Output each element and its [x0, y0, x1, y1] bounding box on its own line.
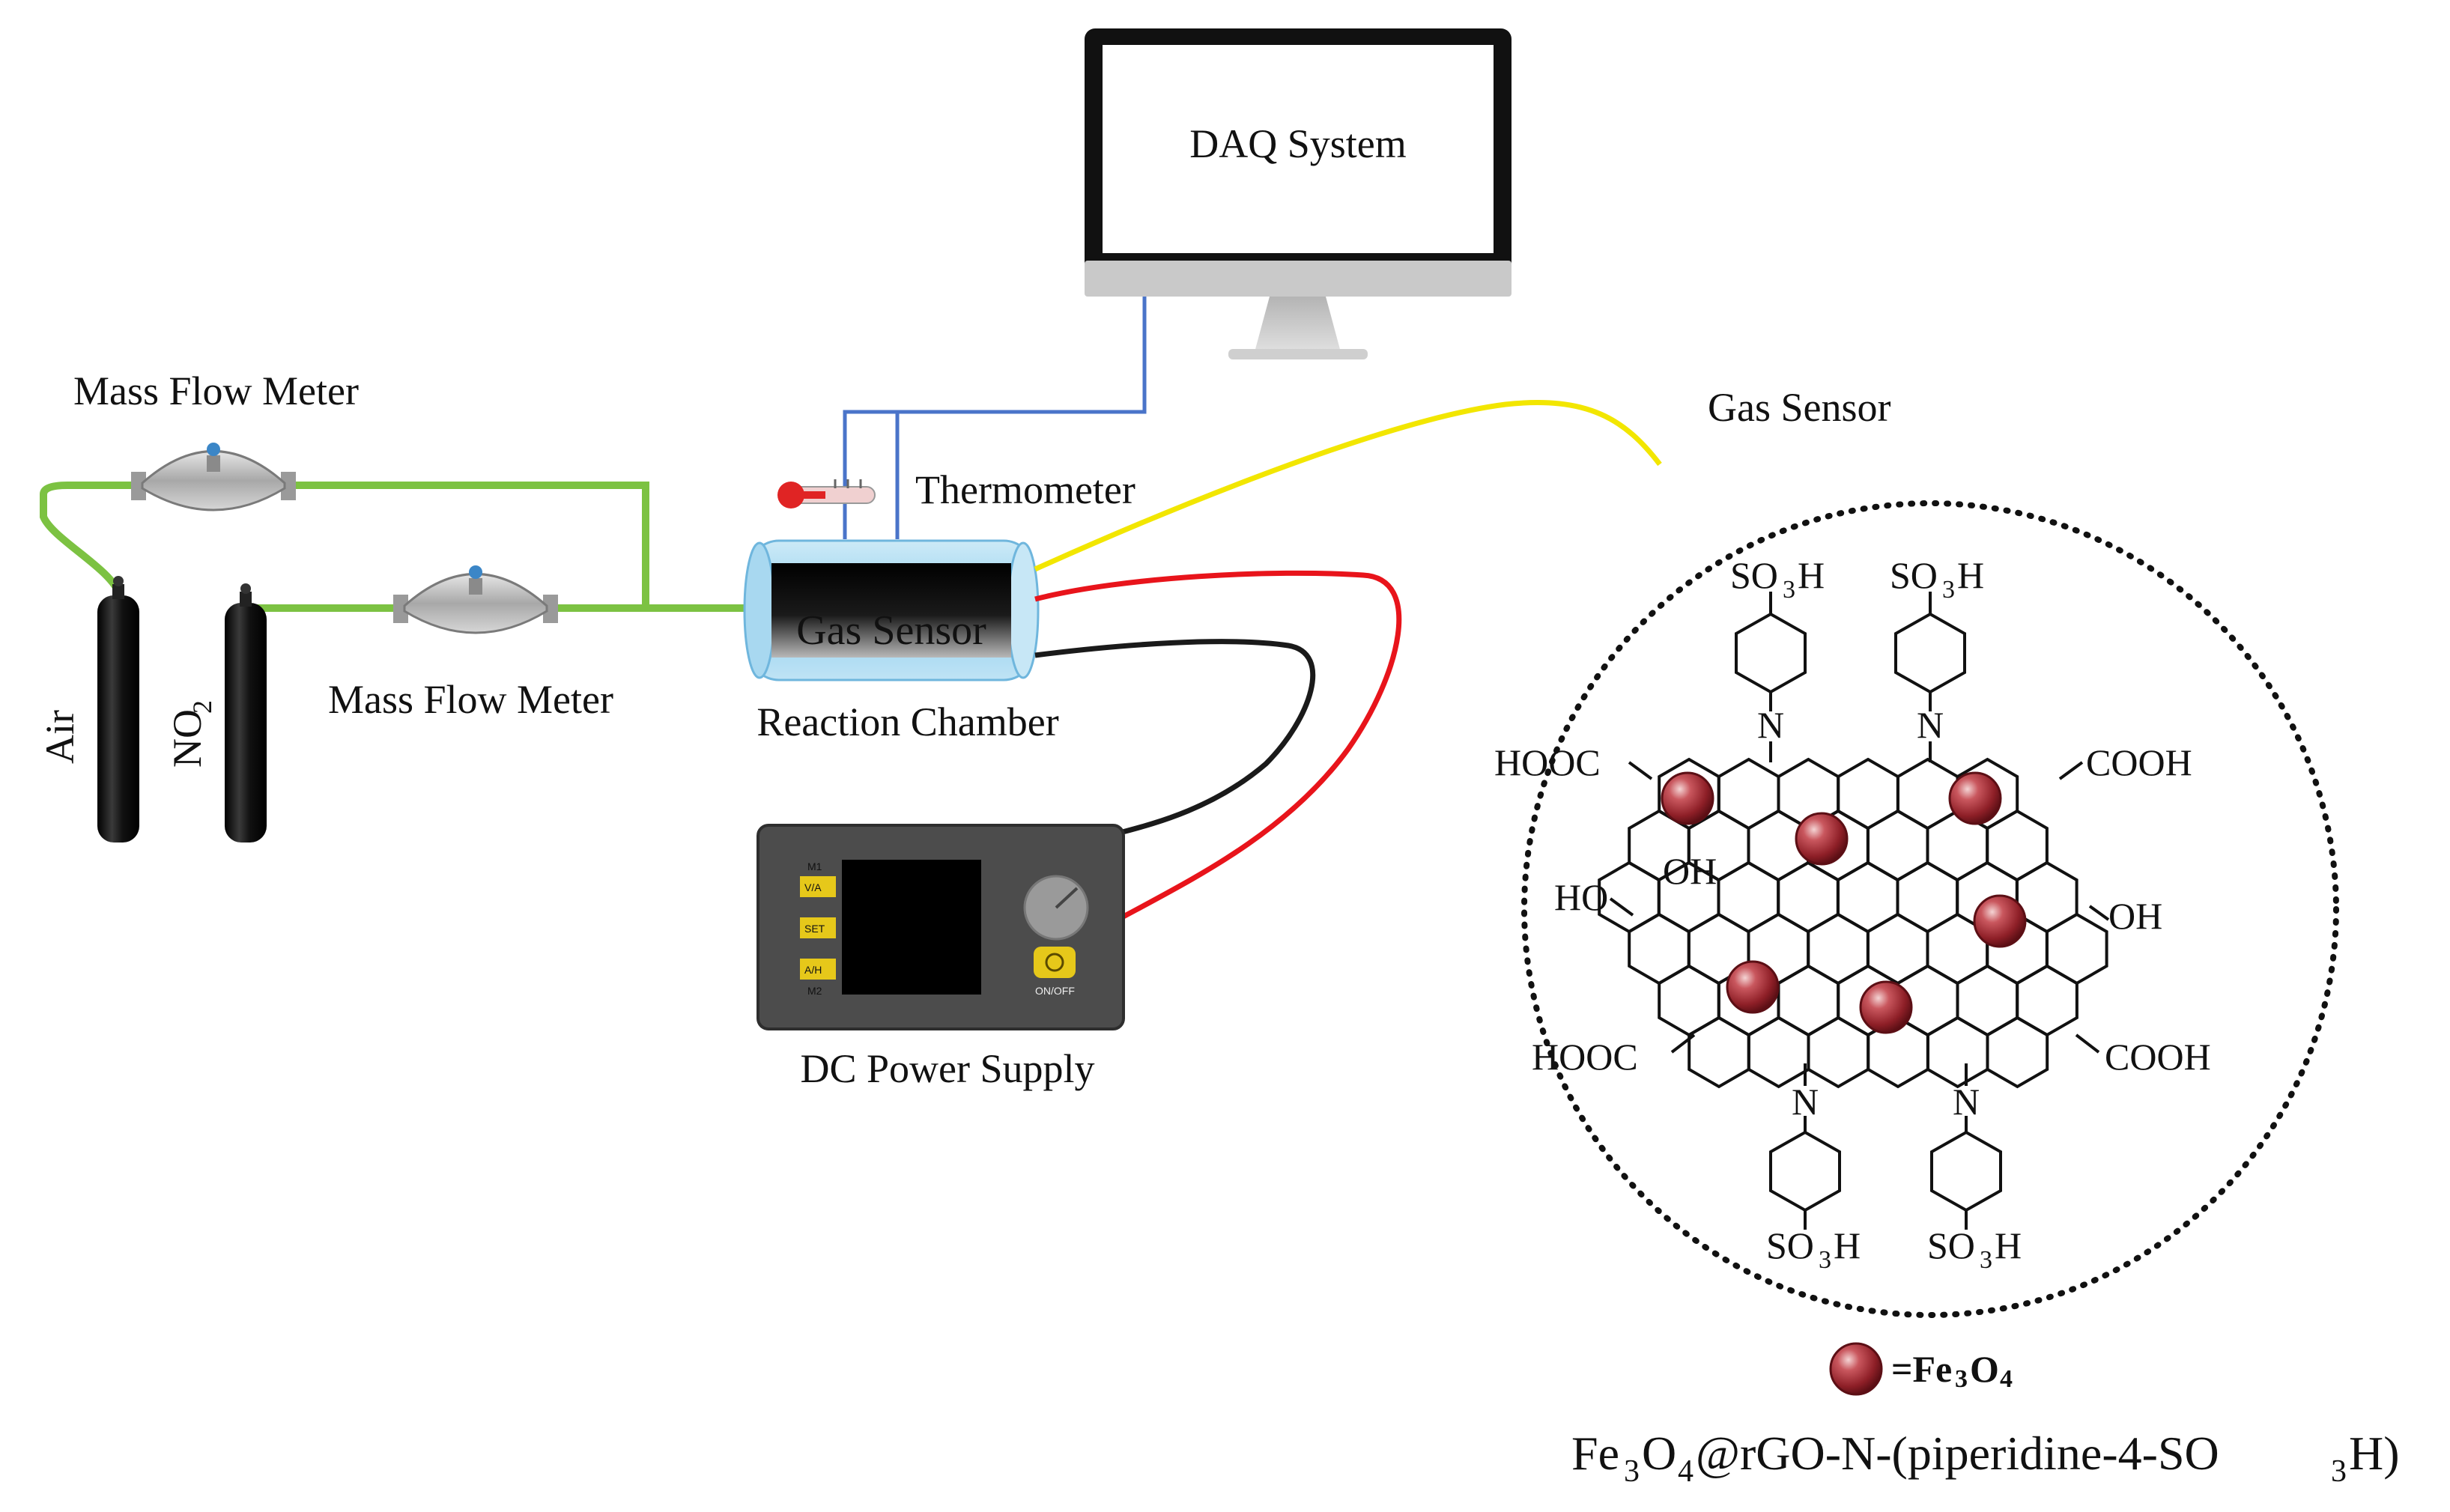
piperidine-ring-top-right: [1894, 612, 1966, 694]
negative-power-wire: [1034, 639, 1316, 836]
svg-text:SO: SO: [1766, 1224, 1814, 1266]
svg-text:3: 3: [1783, 576, 1795, 604]
svg-text:3: 3: [1980, 1246, 1992, 1274]
graphene-hexagon: [2045, 912, 2108, 986]
hooc-bottom-left: HOOC: [1532, 1036, 1638, 1078]
svg-text:@rGO-N-(piperidine-4-SO: @rGO-N-(piperidine-4-SO: [1696, 1427, 2219, 1480]
svg-text:SO: SO: [1730, 554, 1778, 596]
psu-onoff-label: ON/OFF: [1035, 985, 1075, 997]
fe3o4-particle: [1859, 980, 1913, 1034]
sensor-signal-wire: [1034, 400, 1662, 572]
fe3o4-particle: [1973, 894, 2027, 948]
psu-btn-set: SET: [804, 923, 825, 935]
piperidine-ring-bottom-left: [1769, 1130, 1841, 1212]
svg-text:H: H: [1798, 554, 1825, 596]
daq-monitor: [1085, 28, 1511, 359]
so3h-bottom-left: SO 3 H: [1766, 1224, 1861, 1274]
svg-text:H: H: [1834, 1224, 1861, 1266]
svg-text:3: 3: [1942, 576, 1955, 604]
svg-text:3: 3: [2331, 1454, 2347, 1489]
ho-left: HO: [1554, 876, 1608, 918]
psu-btn-va: V/A: [804, 881, 822, 893]
so3h-top-left: SO 3 H: [1730, 554, 1825, 604]
fe3o4-legend-particle: [1829, 1342, 1883, 1396]
thermometer-icon: [777, 479, 876, 508]
mass-flow-meter-top: [131, 443, 296, 511]
nitrogen-bottom-left: N: [1792, 1081, 1819, 1123]
graphene-hexagon: [1926, 1015, 1989, 1089]
air-cylinder: [97, 576, 139, 842]
graphene-hexagon: [1807, 1015, 1870, 1089]
psu-tag-m2: M2: [807, 985, 822, 997]
graphene-hexagon: [1986, 1015, 2049, 1089]
graphene-hex-grid: [1598, 757, 2108, 1089]
piperidine-ring-bottom-right: [1930, 1130, 2002, 1212]
dc-power-supply-label: DC Power Supply: [800, 1046, 1094, 1091]
rgo-structure: [1609, 592, 2110, 1230]
no2-label: NO: [165, 709, 210, 768]
so3h-top-right: SO 3 H: [1890, 554, 1984, 604]
svg-text:3: 3: [1955, 1365, 1968, 1393]
air-line: [40, 482, 139, 599]
fe3o4-particle: [1726, 960, 1780, 1014]
thermometer-label: Thermometer: [915, 467, 1135, 512]
fe3o4-particle: [1948, 771, 2002, 825]
top-meter-outlet-line: [288, 482, 649, 612]
svg-text:H: H: [1995, 1224, 2022, 1266]
graphene-hexagon: [1688, 1015, 1750, 1089]
svg-text:Fe: Fe: [1571, 1427, 1619, 1480]
svg-text:O: O: [1970, 1348, 1999, 1390]
svg-text:4: 4: [2000, 1365, 2013, 1393]
fe3o4-legend: =Fe 3 O 4: [1829, 1342, 2013, 1396]
gas-sensor-callout-label: Gas Sensor: [1708, 385, 1890, 430]
gas-line-network: [40, 482, 753, 612]
no2-cylinder: [225, 583, 267, 842]
mass-flow-meter-bottom: [393, 565, 558, 634]
svg-text:SO: SO: [1890, 554, 1938, 596]
no2-subscript: 2: [187, 700, 217, 714]
nitrogen-bottom-right: N: [1953, 1081, 1980, 1123]
mass-flow-meter-bottom-label: Mass Flow Meter: [328, 677, 613, 722]
graphene-hexagon: [2016, 964, 2078, 1037]
no2-line: [243, 593, 401, 612]
svg-text:3: 3: [1624, 1454, 1640, 1489]
air-label: Air: [37, 710, 82, 764]
svg-text:SO: SO: [1927, 1224, 1975, 1266]
svg-text:O: O: [1642, 1427, 1676, 1480]
nitrogen-top-left: N: [1757, 704, 1784, 746]
reaction-chamber-label: Reaction Chamber: [756, 699, 1058, 744]
svg-text:=Fe: =Fe: [1891, 1348, 1952, 1390]
fe3o4-particles: [1661, 771, 2027, 1034]
reaction-chamber: [743, 539, 1040, 681]
daq-wiring: [843, 297, 1147, 539]
composite-formula: Fe 3 O 4 @rGO-N-(piperidine-4-SO 3 H): [1571, 1427, 2400, 1489]
nitrogen-top-right: N: [1917, 704, 1944, 746]
svg-text:H: H: [1957, 554, 1984, 596]
svg-text:3: 3: [1819, 1246, 1831, 1274]
piperidine-ring-top-left: [1735, 612, 1807, 694]
chamber-gas-sensor-label: Gas Sensor: [796, 607, 986, 654]
svg-text:4: 4: [1678, 1454, 1694, 1489]
so3h-bottom-right: SO 3 H: [1927, 1224, 2022, 1274]
svg-text:H): H): [2349, 1427, 2400, 1480]
fe3o4-particle: [1661, 771, 1714, 825]
mass-flow-meter-top-label: Mass Flow Meter: [73, 368, 359, 413]
oh-right: OH: [2108, 895, 2162, 937]
dc-power-supply: [756, 824, 1125, 1030]
positive-power-wire: [1034, 570, 1402, 920]
no2-label-group: NO 2: [165, 700, 217, 768]
cooh-top-right: COOH: [2086, 741, 2192, 783]
psu-btn-ah: A/H: [804, 964, 822, 976]
psu-tag-m1: M1: [807, 860, 822, 872]
oh-inner: OH: [1663, 850, 1717, 892]
sensor-zoom-circle: [1521, 500, 2339, 1318]
cooh-bottom-right: COOH: [2105, 1036, 2211, 1078]
daq-system-label: DAQ System: [1189, 121, 1407, 166]
fe3o4-particle: [1795, 812, 1849, 866]
hooc-top-left: HOOC: [1494, 741, 1601, 783]
